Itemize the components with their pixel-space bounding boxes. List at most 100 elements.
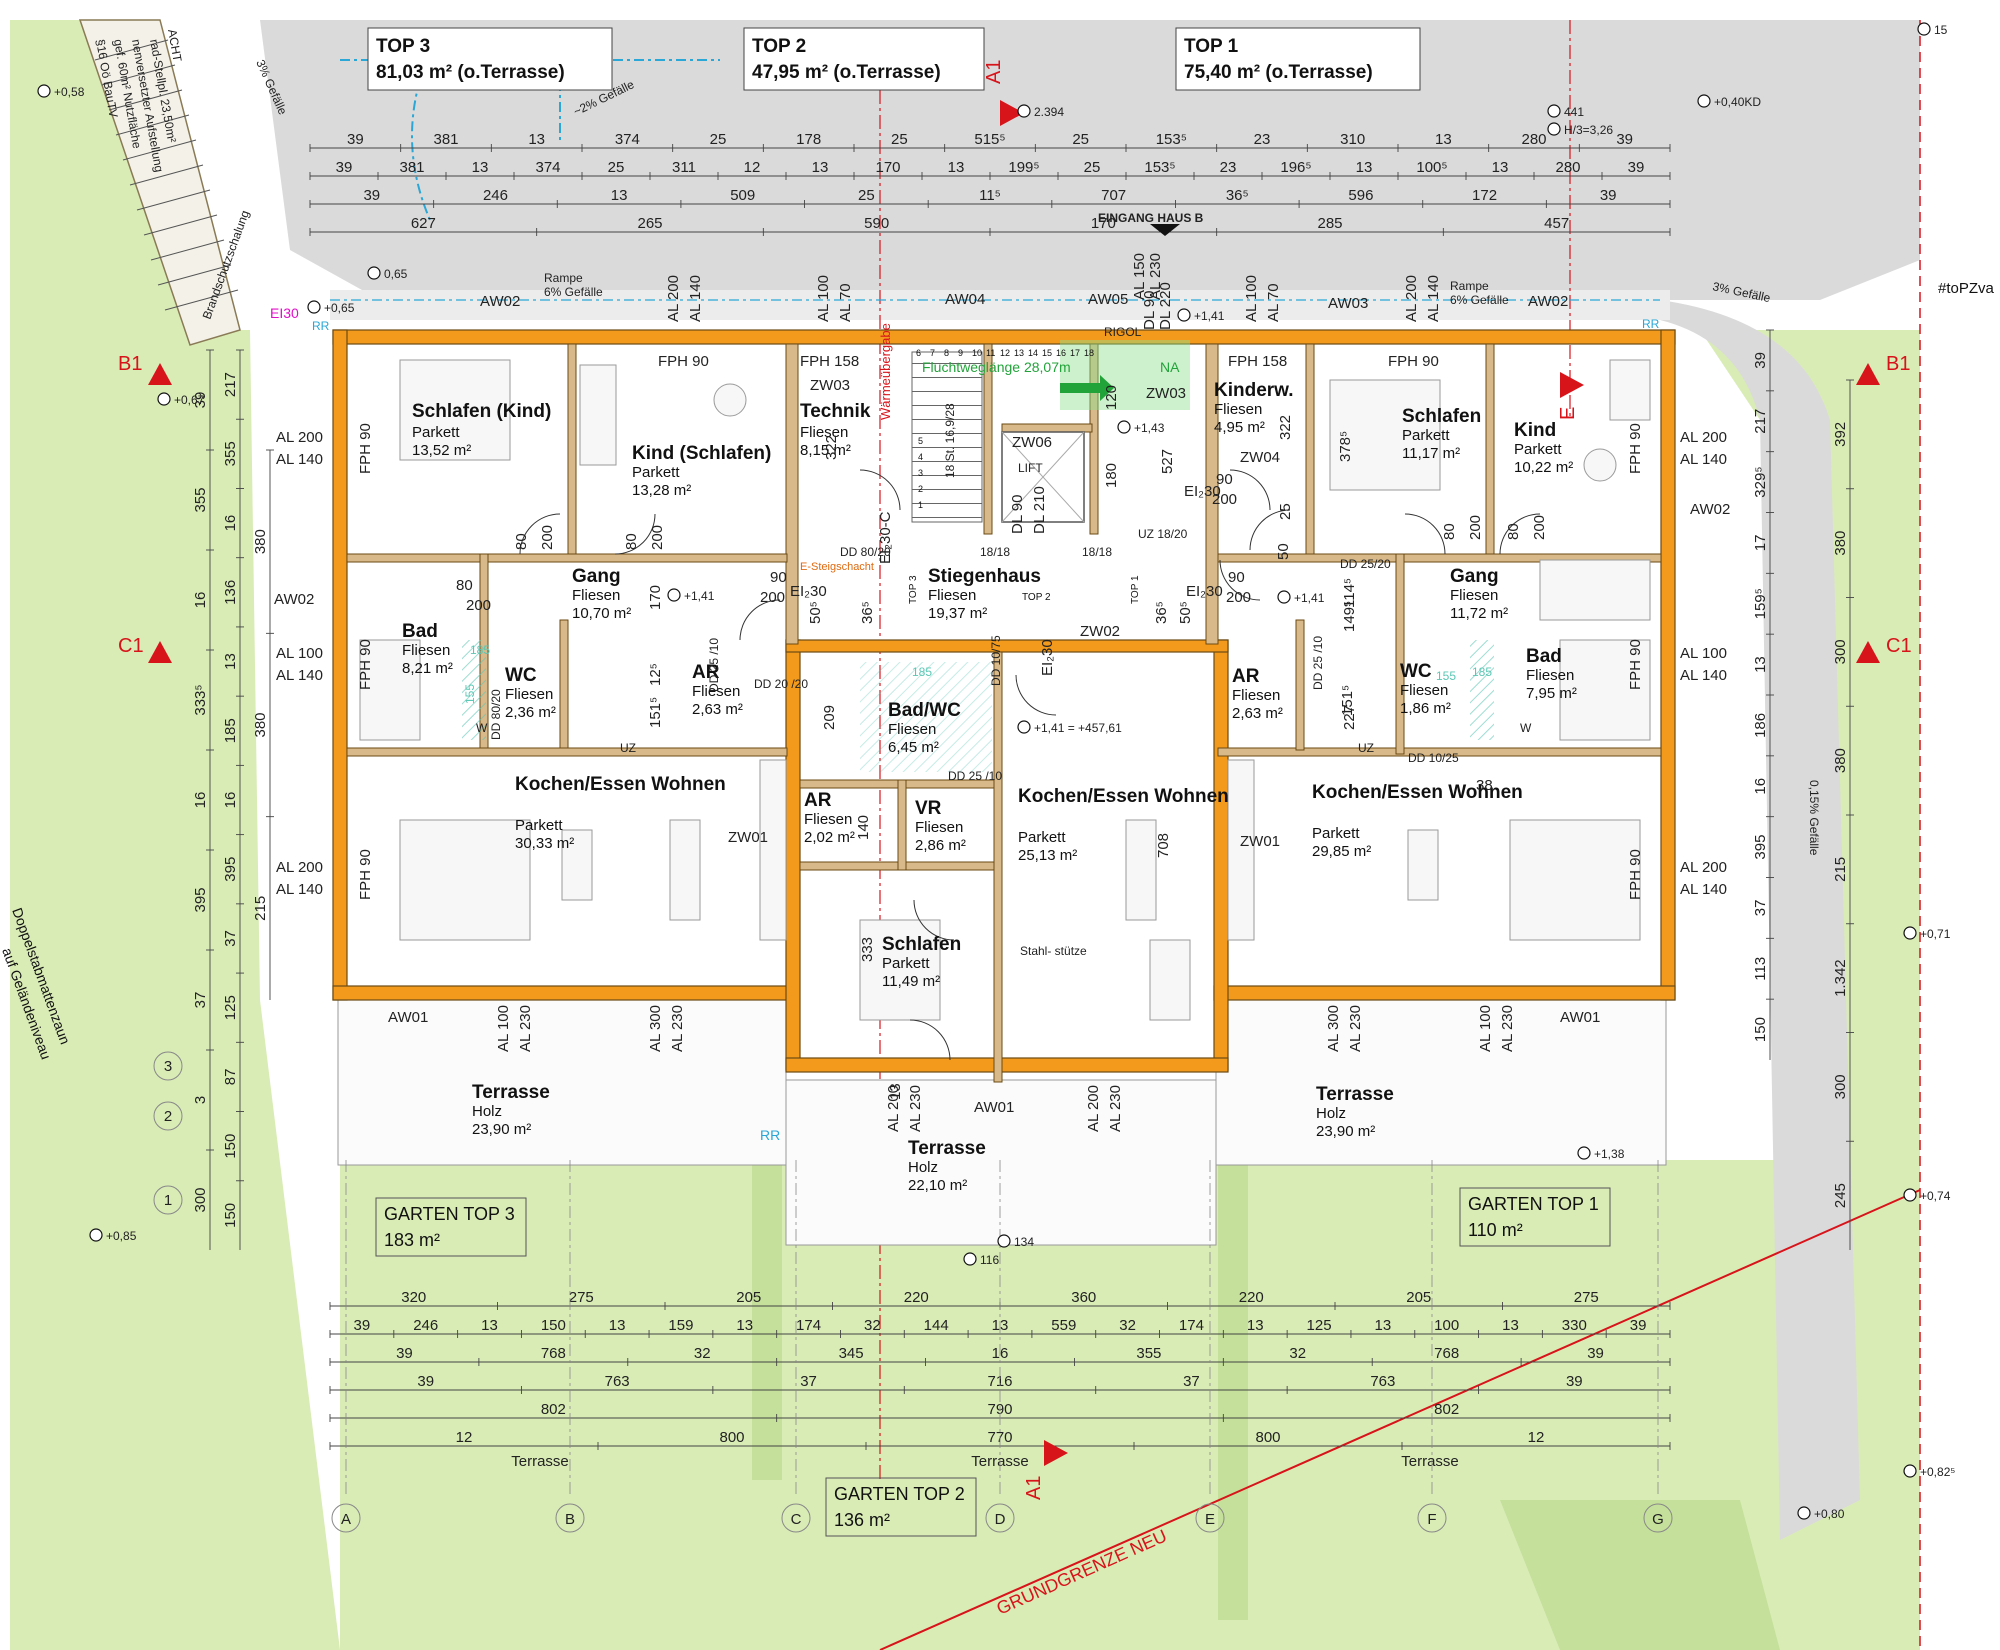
entrance-label: EINGANG HAUS B <box>1098 211 1204 225</box>
svg-text:GARTEN TOP 1: GARTEN TOP 1 <box>1468 1194 1599 1214</box>
section-arrow-b1-left <box>148 363 172 385</box>
dimension-value: 320 <box>401 1289 426 1306</box>
svg-text:209: 209 <box>821 705 838 730</box>
stair-step-number: 8 <box>944 348 949 358</box>
dimension-value: 215 <box>252 896 269 921</box>
level-value: +1,41 <box>1294 591 1325 605</box>
dimension-value: 16 <box>1752 778 1769 795</box>
svg-text:AL 140: AL 140 <box>687 275 704 322</box>
svg-text:AW02: AW02 <box>1528 293 1568 310</box>
dimension-value: 515⁵ <box>974 131 1005 148</box>
property-line-new <box>879 1189 1921 1650</box>
grid-axis-bubble <box>985 1503 1015 1533</box>
svg-text:AL 70: AL 70 <box>837 283 854 322</box>
dimension-value: 25 <box>858 187 875 204</box>
svg-text:AL 140: AL 140 <box>276 881 323 898</box>
dimension-value: 153⁵ <box>1156 131 1187 148</box>
dimension-value: 12 <box>1528 1429 1545 1446</box>
svg-text:FPH 90: FPH 90 <box>1627 639 1644 690</box>
grid-axis-label: A <box>341 1511 351 1528</box>
dimension-value: 113 <box>1752 957 1769 981</box>
stair-step-number: 16 <box>1056 348 1066 358</box>
svg-text:AL 140: AL 140 <box>1425 275 1442 322</box>
svg-text:50⁵: 50⁵ <box>1177 601 1194 624</box>
dimension-value: 275 <box>569 1289 594 1306</box>
dimension-value: 37 <box>800 1373 817 1390</box>
escape-route-length: Fluchtweglänge 28,07m <box>922 359 1071 375</box>
dimension-value: 345 <box>839 1345 864 1362</box>
svg-text:8,15 m²: 8,15 m² <box>800 442 851 459</box>
svg-text:AL 140: AL 140 <box>276 667 323 684</box>
svg-text:AL 200: AL 200 <box>1085 1085 1102 1132</box>
svg-text:151⁵: 151⁵ <box>647 697 664 728</box>
tile-hatch-wc-top3 <box>462 640 486 740</box>
svg-text:Terrasse: Terrasse <box>472 1082 550 1103</box>
dimension-value: 205 <box>736 1289 761 1306</box>
svg-text:Gang: Gang <box>1450 566 1499 587</box>
svg-text:DL 90: DL 90 <box>1009 495 1026 534</box>
dimension-value: 217 <box>222 372 239 397</box>
svg-text:FPH 90: FPH 90 <box>1388 353 1439 370</box>
level-symbol <box>1547 122 1561 136</box>
stair-flight <box>911 351 983 523</box>
level-value: H/3=3,26 <box>1564 123 1613 137</box>
level-symbol <box>1117 420 1131 434</box>
level-symbol <box>1577 1146 1591 1160</box>
level-value: +0,80 <box>1814 1507 1845 1521</box>
dimension-value: 13 <box>528 131 545 148</box>
dimension-value: 39 <box>336 159 353 176</box>
svg-text:13: 13 <box>887 1083 904 1100</box>
svg-text:AL 230: AL 230 <box>907 1085 924 1132</box>
dimension-value: 37 <box>1752 900 1769 917</box>
level-symbol <box>1177 308 1191 322</box>
dimension-value: 32 <box>864 1317 881 1334</box>
dimension-value: 17 <box>1752 535 1769 552</box>
svg-text:AL 300: AL 300 <box>1325 1005 1342 1052</box>
dimension-value: 395 <box>192 887 209 912</box>
dimension-value: 333⁵ <box>192 684 209 715</box>
svg-text:DD 25 /10: DD 25 /10 <box>948 769 1002 783</box>
svg-text:AL 140: AL 140 <box>1680 881 1727 898</box>
dimension-value: 13 <box>481 1317 498 1334</box>
svg-text:110 m²: 110 m² <box>1468 1220 1523 1240</box>
svg-text:200: 200 <box>649 525 666 550</box>
dimension-value: 265 <box>637 215 662 232</box>
svg-text:AL 100: AL 100 <box>1243 275 1260 322</box>
section-arrow-c1-left <box>148 641 172 663</box>
dimension-value: 13 <box>736 1317 753 1334</box>
svg-text:AW02: AW02 <box>480 293 520 310</box>
dimension-value: 13 <box>1502 1317 1519 1334</box>
svg-text:DD 25 /10: DD 25 /10 <box>1311 636 1325 690</box>
svg-text:7,95 m²: 7,95 m² <box>1526 685 1577 702</box>
svg-text:80: 80 <box>456 577 473 594</box>
svg-text:GARTEN TOP 3: GARTEN TOP 3 <box>384 1204 515 1224</box>
level-value: +0,58 <box>54 85 85 99</box>
dimension-value: 196⁵ <box>1280 159 1311 176</box>
level-value: +1,41 <box>1194 309 1225 323</box>
svg-text:185: 185 <box>470 643 490 657</box>
grid-row-label: 3 <box>164 1058 172 1075</box>
level-symbol <box>1903 926 1917 940</box>
terrace-top1 <box>1215 999 1667 1166</box>
dimension-value: 220 <box>904 1289 929 1306</box>
svg-text:FPH 158: FPH 158 <box>800 353 859 370</box>
level-symbol <box>89 1228 103 1242</box>
svg-text:Fliesen: Fliesen <box>915 819 963 836</box>
stair-step-number: 11 <box>986 348 995 358</box>
svg-text:AL 140: AL 140 <box>276 451 323 468</box>
dimension-value: 25 <box>891 131 908 148</box>
svg-text:8,21 m²: 8,21 m² <box>402 660 453 677</box>
svg-text:12⁵: 12⁵ <box>647 663 664 686</box>
svg-text:114⁵: 114⁵ <box>1341 578 1358 608</box>
slope-015-percent: 0,15% Gefälle <box>1807 780 1821 856</box>
dimension-value: 25 <box>608 159 625 176</box>
svg-text:ZW03: ZW03 <box>1146 385 1186 402</box>
dimension-value: 763 <box>1370 1373 1395 1390</box>
stair-step-number: 14 <box>1028 348 1038 358</box>
garden-strip-c <box>752 1150 782 1480</box>
top1-stair-label: TOP 1 <box>1130 575 1141 604</box>
svg-text:Kind (Schlafen): Kind (Schlafen) <box>632 443 771 464</box>
